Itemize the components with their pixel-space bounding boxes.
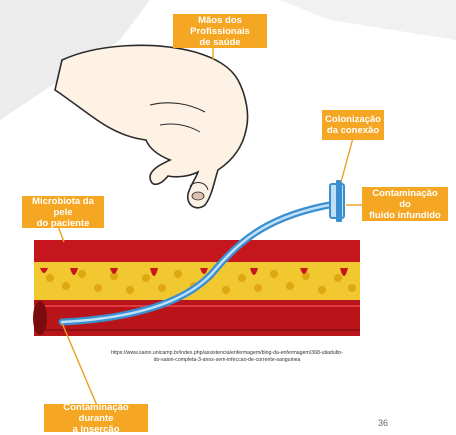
label-fluid-line1: Contaminação do (366, 188, 444, 210)
catheter-hub-cap (336, 180, 342, 222)
label-hands: Mãos dos Profissionais de saúde (173, 14, 267, 48)
label-fluid-line2: fluido infundido (366, 210, 444, 221)
page-number: 36 (378, 418, 388, 428)
source-url[interactable]: https://www.saion.unicamp.br/index.php/a… (108, 350, 346, 363)
leader-line-connection (341, 138, 353, 182)
label-skin: Microbiota da pele do paciente (22, 196, 104, 228)
label-insertion-line2: a inserção (48, 424, 144, 435)
label-connection: Colonização da conexão (322, 110, 384, 140)
label-skin-line2: do paciente (26, 218, 100, 229)
background-shape (280, 0, 456, 40)
label-hands-line1: Mãos dos Profissionais (177, 15, 263, 37)
label-insertion: Contaminação durante a inserção (44, 404, 148, 432)
hand-icon (55, 45, 248, 208)
label-skin-line1: Microbiota da pele (26, 196, 100, 218)
label-hands-line2: de saúde (177, 37, 263, 48)
label-insertion-line1: Contaminação durante (48, 402, 144, 424)
label-connection-line1: Colonização (325, 114, 381, 125)
label-fluid: Contaminação do fluido infundido (362, 187, 448, 221)
label-connection-line2: da conexão (325, 125, 381, 136)
